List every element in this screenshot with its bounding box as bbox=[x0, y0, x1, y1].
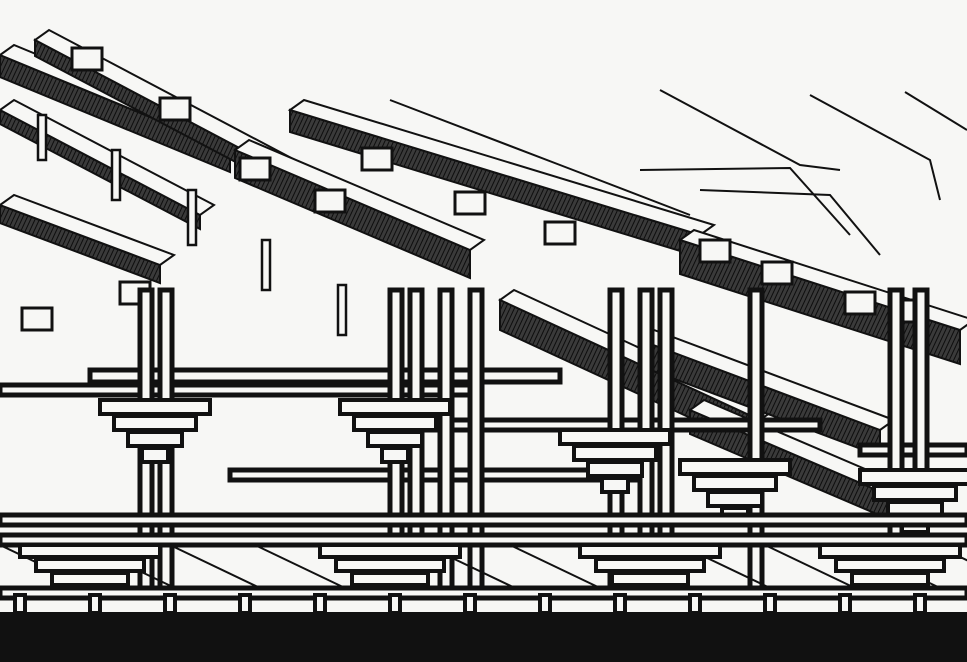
shadow-line bbox=[169, 544, 261, 589]
upper-structure-layer bbox=[0, 28, 967, 526]
base-post bbox=[838, 593, 852, 615]
shadow-line bbox=[764, 544, 856, 589]
post bbox=[260, 238, 272, 292]
guide-line bbox=[659, 89, 841, 171]
beam-top-face bbox=[0, 193, 177, 267]
stepped-bracket bbox=[692, 474, 778, 492]
lower-bracket bbox=[50, 571, 130, 587]
block bbox=[760, 260, 794, 286]
stepped-bracket bbox=[706, 490, 764, 508]
guide-line bbox=[809, 94, 941, 201]
stepped-bracket bbox=[140, 446, 170, 464]
base-post bbox=[763, 593, 777, 615]
lower-rail bbox=[0, 585, 967, 601]
stepped-bracket bbox=[572, 444, 658, 462]
base-post bbox=[538, 593, 552, 615]
base-post bbox=[388, 593, 402, 615]
block bbox=[238, 156, 272, 182]
lower-rail bbox=[0, 532, 967, 548]
guide-line bbox=[699, 189, 881, 256]
frame-band bbox=[227, 467, 643, 483]
shadow-line bbox=[509, 544, 601, 589]
lower-bracket bbox=[850, 571, 930, 587]
stepped-bracket bbox=[380, 446, 410, 464]
lower-bracket bbox=[318, 543, 462, 559]
beam-top-face bbox=[0, 98, 216, 217]
block bbox=[698, 238, 732, 264]
base-post bbox=[913, 593, 927, 615]
stepped-bracket bbox=[586, 460, 644, 478]
block bbox=[158, 96, 192, 122]
lower-bracket bbox=[578, 543, 722, 559]
base-post bbox=[88, 593, 102, 615]
guide-line bbox=[904, 91, 967, 131]
stepped-bracket bbox=[126, 430, 184, 448]
stepped-bracket bbox=[678, 458, 792, 476]
block bbox=[70, 46, 104, 72]
lower-rail bbox=[0, 512, 967, 528]
stepped-bracket bbox=[352, 414, 438, 432]
base-post bbox=[313, 593, 327, 615]
post bbox=[186, 188, 198, 247]
stepped-bracket bbox=[112, 414, 198, 432]
stepped-bracket bbox=[366, 430, 424, 448]
stepped-bracket bbox=[858, 468, 967, 486]
block bbox=[453, 190, 487, 216]
lower-bracket bbox=[834, 557, 946, 573]
beam-top-face bbox=[287, 98, 717, 237]
stepped-bracket bbox=[872, 484, 958, 502]
base-band bbox=[0, 612, 967, 662]
stepped-bracket bbox=[558, 428, 672, 446]
block bbox=[360, 146, 394, 172]
base-post bbox=[463, 593, 477, 615]
lower-bracket bbox=[350, 571, 430, 587]
guide-line bbox=[639, 166, 851, 236]
lower-bracket bbox=[34, 557, 146, 573]
block bbox=[20, 306, 54, 332]
lower-frame-layer bbox=[0, 512, 967, 615]
beam-top-face bbox=[232, 138, 487, 252]
base-post bbox=[163, 593, 177, 615]
block bbox=[543, 220, 577, 246]
lower-bracket bbox=[594, 557, 706, 573]
lower-bracket bbox=[818, 543, 962, 559]
lower-bracket bbox=[334, 557, 446, 573]
post bbox=[110, 148, 122, 202]
base-post bbox=[13, 593, 27, 615]
lower-bracket bbox=[610, 571, 690, 587]
post bbox=[36, 113, 48, 162]
block bbox=[843, 290, 877, 316]
guide-line bbox=[389, 99, 691, 216]
lower-bracket bbox=[18, 543, 162, 559]
post bbox=[336, 283, 348, 337]
base-post bbox=[613, 593, 627, 615]
shadow-line bbox=[254, 544, 346, 589]
block bbox=[313, 188, 347, 214]
base-post bbox=[238, 593, 252, 615]
stepped-bracket bbox=[338, 398, 452, 416]
base-post bbox=[688, 593, 702, 615]
stepped-bracket bbox=[98, 398, 212, 416]
stepped-bracket bbox=[600, 476, 630, 494]
